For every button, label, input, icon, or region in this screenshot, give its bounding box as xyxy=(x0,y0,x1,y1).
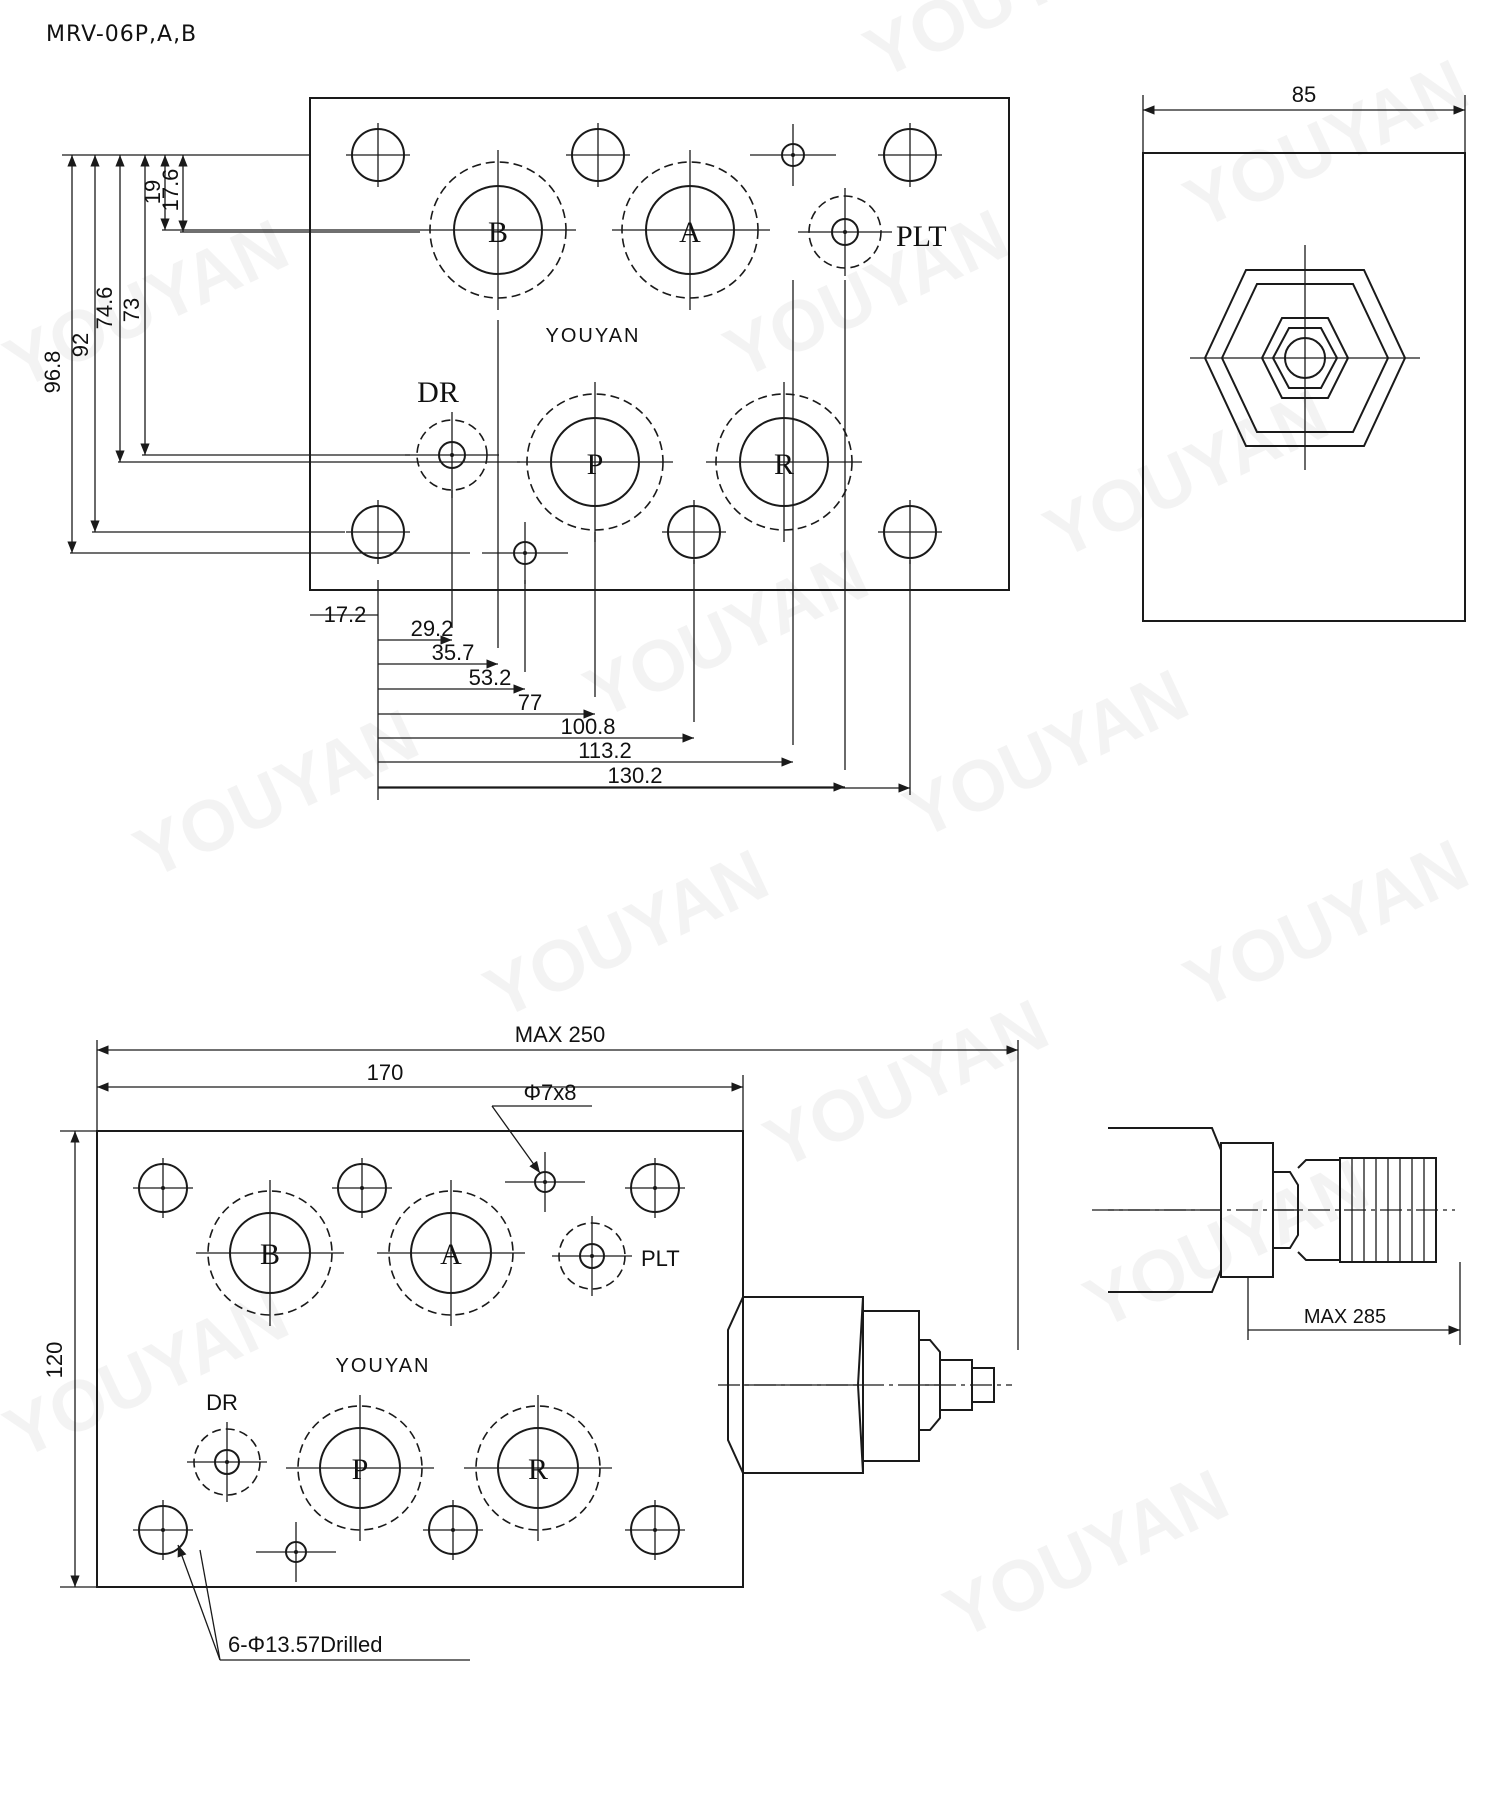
dim-96-8: 96.8 xyxy=(40,351,65,394)
bolt-hole xyxy=(878,500,942,564)
bolt-hole xyxy=(662,500,726,564)
dim-17-6: 17.6 xyxy=(158,169,183,212)
port-r: R xyxy=(706,382,862,542)
dim-29-2: 29.2 xyxy=(411,616,454,641)
port-r-label: R xyxy=(774,448,794,481)
horizontal-dimensions: 17.2 29.2 35.7 53.2 77 100.8 113.2 130.2 xyxy=(310,280,911,800)
vertical-dimensions: 96.8 92 74.6 73 19 17.6 xyxy=(40,154,520,554)
dim-120: 120 xyxy=(42,1342,67,1379)
bolt-hole xyxy=(625,1158,685,1218)
pin-hole-callout: Φ7x8 xyxy=(523,1080,576,1105)
watermark: YOUYAN xyxy=(1173,45,1480,245)
port-b-label: B xyxy=(260,1238,280,1271)
brand-label: YOUYAN xyxy=(336,1355,431,1377)
port-dr-label: DR xyxy=(417,376,459,409)
bolt-hole xyxy=(346,500,410,564)
watermark: YOUYAN xyxy=(1033,375,1340,575)
dim-max-250: MAX 250 xyxy=(515,1022,606,1047)
pin-hole xyxy=(256,1522,336,1582)
port-plt: PLT xyxy=(552,1216,680,1296)
port-a-label: A xyxy=(679,216,701,249)
port-dr: DR xyxy=(187,1390,267,1502)
port-plt-label: PLT xyxy=(641,1246,680,1271)
port-a: A xyxy=(377,1180,525,1326)
watermark: YOUYAN xyxy=(473,835,780,1035)
port-a-label: A xyxy=(440,1238,462,1271)
bolt-hole xyxy=(133,1158,193,1218)
port-plt-label: PLT xyxy=(896,220,947,253)
port-plt: PLT xyxy=(798,188,947,276)
side-view: 85 xyxy=(1142,82,1466,622)
bolt-hole xyxy=(133,1500,193,1560)
pin-hole xyxy=(750,124,836,186)
port-p-label: P xyxy=(352,1453,369,1486)
dim-170: 170 xyxy=(367,1060,404,1085)
watermark: YOUYAN xyxy=(853,0,1160,95)
top-view: B A PLT DR P xyxy=(40,97,1010,800)
dim-17-2: 17.2 xyxy=(324,602,367,627)
bolt-hole xyxy=(878,123,942,187)
pin-hole xyxy=(482,522,568,584)
bolt-hole xyxy=(625,1500,685,1560)
bolt-hole xyxy=(566,123,630,187)
dim-73: 73 xyxy=(119,298,144,322)
port-a: A xyxy=(612,150,770,310)
adjuster-view: MAX 285 xyxy=(1092,1127,1461,1345)
bolt-hole xyxy=(423,1500,483,1560)
pin-hole xyxy=(505,1152,585,1212)
dim-92: 92 xyxy=(68,333,93,357)
top-view-body xyxy=(309,97,1010,591)
port-dr-label: DR xyxy=(206,1390,238,1415)
dim-74-6: 74.6 xyxy=(92,287,117,330)
watermark: YOUYAN xyxy=(123,695,430,895)
watermark: YOUYAN xyxy=(753,985,1060,1185)
dim-19: 19 xyxy=(140,180,165,204)
dim-35-7: 35.7 xyxy=(432,640,475,665)
port-b: B xyxy=(196,1180,344,1326)
bottom-view: MAX 250 170 120 B A PLT xyxy=(42,1022,1019,1661)
bolt-hole xyxy=(332,1158,392,1218)
dim-113-2: 113.2 xyxy=(578,738,631,763)
port-p-label: P xyxy=(587,448,604,481)
watermark: YOUYAN xyxy=(1173,825,1480,1025)
dim-53-2: 53.2 xyxy=(469,665,512,690)
watermark: YOUYAN xyxy=(573,535,880,735)
valve-cartridge xyxy=(718,1296,1012,1474)
side-view-body xyxy=(1142,152,1466,622)
port-r-label: R xyxy=(528,1453,548,1486)
watermark: YOUYAN xyxy=(933,1455,1240,1655)
dim-130-2: 130.2 xyxy=(607,763,662,788)
dim-85: 85 xyxy=(1292,82,1316,107)
dim-77: 77 xyxy=(518,690,542,715)
watermark: YOUYAN xyxy=(893,655,1200,855)
brand-label: YOUYAN xyxy=(546,325,641,347)
port-b-label: B xyxy=(488,216,508,249)
bolt-hole xyxy=(346,123,410,187)
port-b: B xyxy=(420,150,576,310)
port-p: P xyxy=(286,1395,434,1541)
port-p: P xyxy=(517,382,673,542)
port-dr: DR xyxy=(405,376,499,498)
model-title: MRV-06P,A,B xyxy=(46,22,198,47)
dim-100-8: 100.8 xyxy=(560,714,615,739)
dim-max-285: MAX 285 xyxy=(1304,1306,1386,1328)
mount-holes-callout: 6-Φ13.57Drilled xyxy=(228,1632,383,1657)
port-r: R xyxy=(464,1395,612,1541)
watermark: YOUYAN xyxy=(713,195,1020,395)
